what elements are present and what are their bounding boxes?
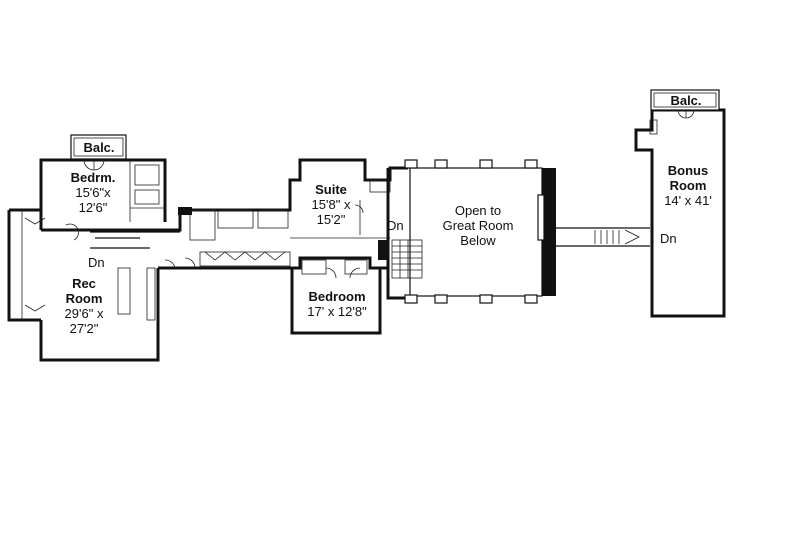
- stair-down-label-left: Dn: [88, 255, 105, 270]
- bonus-room-walls: [634, 89, 726, 318]
- rec-room-walls: [7, 208, 160, 362]
- bedrm-dimension-1: 15'6"x: [75, 185, 111, 200]
- stair-down-label-center: Dn: [387, 218, 404, 233]
- bedroom-label: Bedroom 17' x 12'8": [296, 289, 378, 319]
- suite-dimension-1: 15'8" x: [311, 197, 351, 212]
- bonus-room-dimension: 14' x 41': [664, 193, 712, 208]
- left-balcony: [70, 134, 127, 160]
- suite-label: Suite 15'8" x 15'2": [300, 182, 362, 227]
- stair-down-label-right: Dn: [660, 231, 677, 246]
- suite-walls: [290, 179, 391, 239]
- bonus-room-label: Bonus Room 14' x 41': [654, 163, 722, 208]
- bedrm-label: Bedrm. 15'6"x 12'6": [58, 170, 128, 215]
- rec-room-label: Rec Room 29'6" x 27'2": [52, 276, 116, 336]
- rec-room-dimension-2: 27'2": [69, 321, 99, 336]
- balc-left-label: Balc.: [83, 140, 115, 155]
- balc-right-label: Balc.: [670, 93, 702, 108]
- central-stair: [378, 168, 423, 300]
- open-to-great-room-label: Open to Great Room Below: [442, 203, 514, 248]
- bridge: [556, 227, 650, 247]
- bedroom-walls: [290, 259, 382, 335]
- rec-room-dimension-1: 29'6" x: [64, 306, 104, 321]
- bedroom-dimension: 17' x 12'8": [307, 304, 367, 319]
- open-to-great-room: [404, 159, 556, 304]
- bedrm-dimension-2: 12'6": [78, 200, 108, 215]
- suite-dimension-2: 15'2": [316, 212, 346, 227]
- bedrm-walls: [39, 158, 167, 230]
- corridor-walls: [41, 158, 408, 270]
